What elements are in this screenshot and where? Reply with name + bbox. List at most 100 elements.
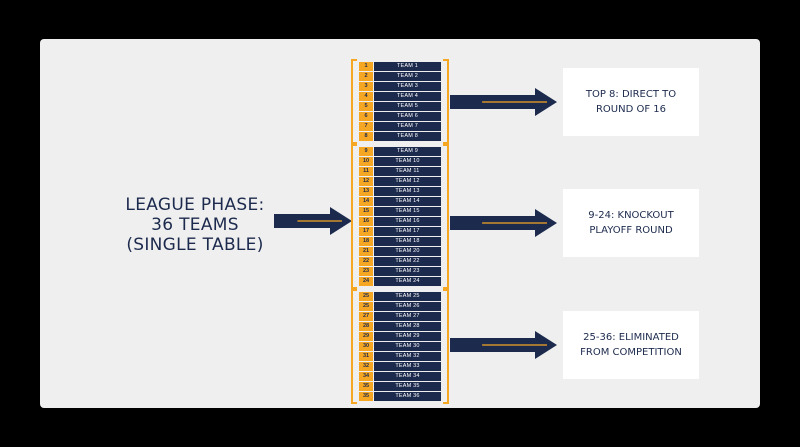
team-name: TEAM 14: [374, 197, 441, 206]
team-rank: 35: [359, 382, 373, 391]
team-rank: 31: [359, 352, 373, 361]
team-name: TEAM 13: [374, 187, 441, 196]
team-rank: 12: [359, 177, 373, 186]
team-rank: 13: [359, 187, 373, 196]
team-name: TEAM 20: [374, 247, 441, 256]
arrow-to-top8: [450, 88, 557, 116]
team-rank: 34: [359, 372, 373, 381]
team-name: TEAM 36: [374, 392, 441, 401]
arrow-to-eliminated: [450, 331, 557, 359]
team-name: TEAM 33: [374, 362, 441, 371]
team-rank: 3: [359, 82, 373, 91]
team-rank: 22: [359, 257, 373, 266]
team-name: TEAM 12: [374, 177, 441, 186]
team-name: TEAM 6: [374, 112, 441, 121]
team-name: TEAM 11: [374, 167, 441, 176]
group-bracket-right: [443, 289, 449, 404]
team-name: TEAM 28: [374, 322, 441, 331]
arrow-to-playoff: [450, 209, 557, 237]
team-rank: 18: [359, 237, 373, 246]
outcome-box-playoff: 9-24: KNOCKOUT PLAYOFF ROUND: [563, 189, 699, 257]
team-name: TEAM 23: [374, 267, 441, 276]
team-name: TEAM 24: [374, 277, 441, 286]
team-name: TEAM 17: [374, 227, 441, 236]
team-name: TEAM 9: [374, 147, 441, 156]
team-name: TEAM 34: [374, 372, 441, 381]
group-bracket-left: [351, 144, 357, 289]
team-name: TEAM 22: [374, 257, 441, 266]
team-rank: 27: [359, 312, 373, 321]
team-name: TEAM 16: [374, 217, 441, 226]
team-rank: 5: [359, 102, 373, 111]
team-rank: 2: [359, 72, 373, 81]
team-name: TEAM 15: [374, 207, 441, 216]
team-name: TEAM 32: [374, 352, 441, 361]
team-name: TEAM 4: [374, 92, 441, 101]
team-rank: 25: [359, 292, 373, 301]
outcome-playoff-line-2: PLAYOFF ROUND: [589, 225, 673, 236]
team-rank: 35: [359, 392, 373, 401]
team-rank: 11: [359, 167, 373, 176]
outcome-eliminated-line-1: 25-36: ELIMINATED: [583, 332, 679, 343]
team-name: TEAM 18: [374, 237, 441, 246]
outcome-top8-line-2: ROUND OF 16: [595, 104, 667, 115]
team-rank: 32: [359, 362, 373, 371]
group-bracket-left: [351, 59, 357, 144]
team-rank: 4: [359, 92, 373, 101]
team-name: TEAM 35: [374, 382, 441, 391]
team-name: TEAM 5: [374, 102, 441, 111]
team-rank: 30: [359, 342, 373, 351]
outcome-top8-line-1: TOP 8: DIRECT TO: [585, 89, 677, 100]
team-rank: 9: [359, 147, 373, 156]
league-label-line-1: LEAGUE PHASE:: [125, 195, 265, 215]
team-rank: 21: [359, 247, 373, 256]
team-name: TEAM 8: [374, 132, 441, 141]
league-label-line-3: (SINGLE TABLE): [126, 235, 264, 255]
outcome-playoff-line-1: 9-24: KNOCKOUT: [588, 210, 674, 221]
team-rank: 10: [359, 157, 373, 166]
league-phase-label: LEAGUE PHASE: 36 TEAMS (SINGLE TABLE): [110, 195, 280, 255]
team-name: TEAM 25: [374, 292, 441, 301]
team-rank: 25: [359, 302, 373, 311]
team-rank: 17: [359, 227, 373, 236]
input-arrow: [274, 207, 352, 235]
team-rank: 24: [359, 277, 373, 286]
team-name: TEAM 2: [374, 72, 441, 81]
outcome-eliminated-line-2: FROM COMPETITION: [580, 347, 682, 358]
team-rank: 29: [359, 332, 373, 341]
group-bracket-left: [351, 289, 357, 404]
team-name: TEAM 27: [374, 312, 441, 321]
team-name: TEAM 29: [374, 332, 441, 341]
group-bracket-right: [443, 59, 449, 144]
team-name: TEAM 30: [374, 342, 441, 351]
team-rank: 6: [359, 112, 373, 121]
